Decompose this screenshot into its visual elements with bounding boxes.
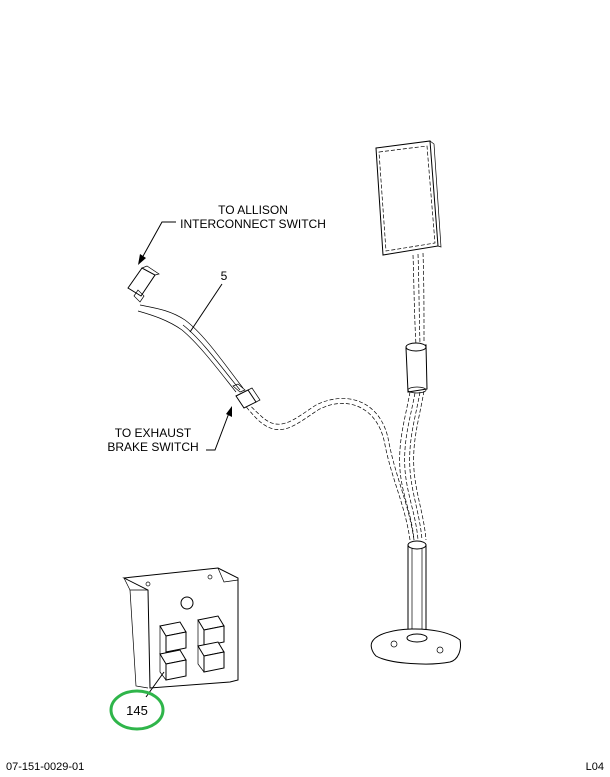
post-base-plate — [370, 628, 461, 665]
revision-code: L04 — [586, 761, 604, 773]
callout-5-leader — [189, 283, 223, 333]
branch-harness — [137, 304, 415, 541]
exhaust-leader — [206, 406, 232, 451]
allison-connector — [127, 265, 160, 303]
callout-145: 145 — [126, 703, 148, 718]
callout-5: 5 — [221, 269, 228, 283]
exhaust-label-line2: BRAKE SWITCH — [107, 440, 198, 454]
connector-barrel — [405, 342, 428, 394]
switch-housing — [375, 140, 442, 256]
exhaust-connector — [232, 383, 261, 409]
switch-bracket — [122, 567, 239, 689]
allison-leader — [138, 221, 176, 265]
exhaust-label-line1: TO EXHAUST — [115, 426, 192, 440]
document-number: 07-151-0029-01 — [6, 761, 84, 773]
allison-label-line1: TO ALLISON — [218, 203, 288, 217]
main-harness — [399, 390, 427, 541]
callout-145-circle — [109, 689, 165, 731]
allison-label-line2: INTERCONNECT SWITCH — [180, 217, 326, 231]
mounting-post — [407, 540, 427, 636]
upper-cable — [412, 252, 425, 346]
